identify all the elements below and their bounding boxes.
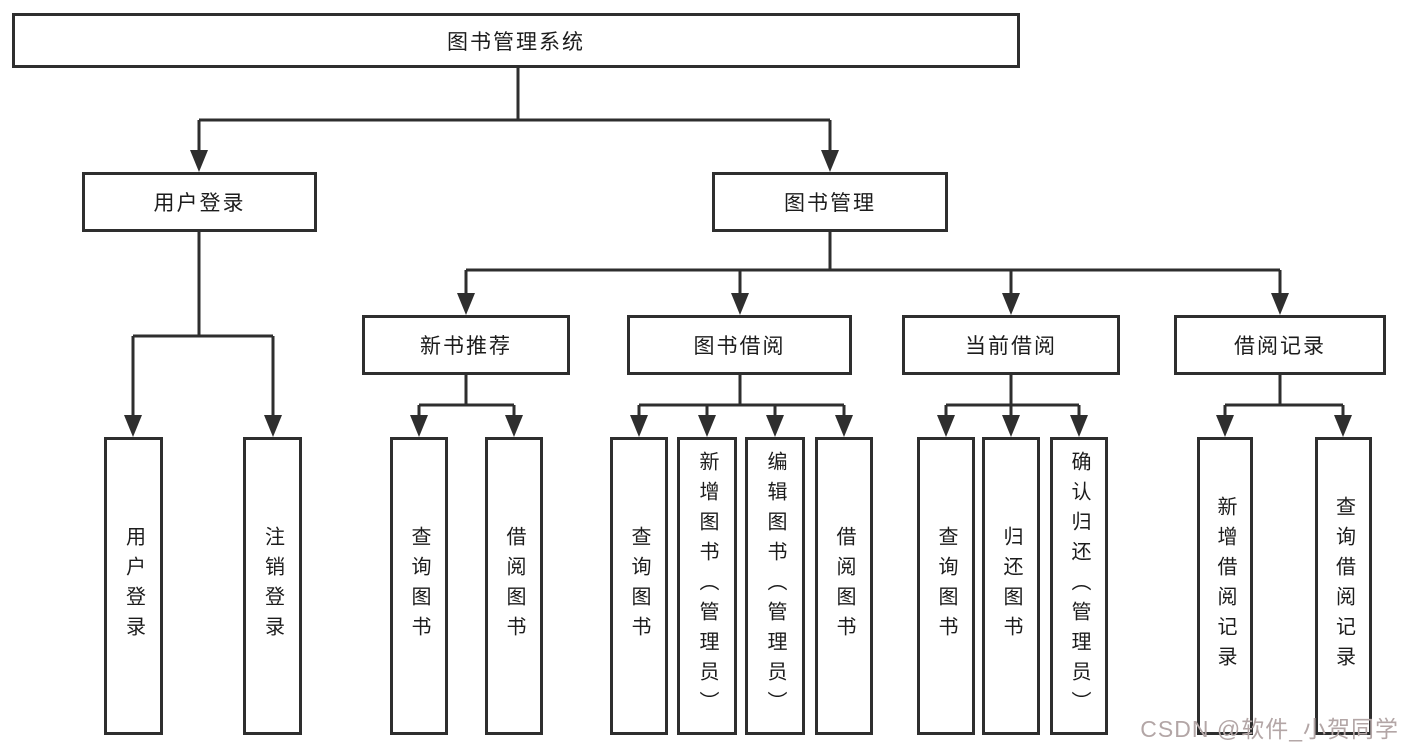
leaf-user-login-label: 用户登录 [122, 526, 145, 646]
leaf-borrow-books-borrowing: 借阅图书 [815, 437, 873, 735]
leaf-query-books-current: 查询图书 [917, 437, 975, 735]
node-book-management-label: 图书管理 [784, 192, 876, 215]
node-current-borrowing-label: 当前借阅 [965, 335, 1057, 358]
node-new-book-recommend: 新书推荐 [362, 315, 570, 375]
node-library-management-system-label: 图书管理系统 [447, 30, 585, 54]
leaf-edit-books-admin-label: 编辑图书（管理员） [764, 451, 786, 721]
node-current-borrowing: 当前借阅 [902, 315, 1120, 375]
leaf-return-books-label: 归还图书 [1000, 526, 1022, 646]
leaf-logout: 注销登录 [243, 437, 302, 735]
leaf-add-books-admin: 新增图书（管理员） [677, 437, 737, 735]
arrowheads [124, 150, 1352, 437]
node-book-borrowing: 图书借阅 [627, 315, 852, 375]
leaf-add-borrow-record: 新增借阅记录 [1197, 437, 1253, 735]
leaf-return-books: 归还图书 [982, 437, 1040, 735]
node-library-management-system: 图书管理系统 [12, 13, 1020, 68]
leaf-query-books-borrowing-label: 查询图书 [628, 526, 650, 646]
leaf-query-books-current-label: 查询图书 [935, 526, 957, 646]
node-new-book-recommend-label: 新书推荐 [420, 335, 512, 358]
node-book-borrowing-label: 图书借阅 [693, 335, 786, 358]
node-user-login: 用户登录 [82, 172, 317, 232]
leaf-edit-books-admin: 编辑图书（管理员） [745, 437, 805, 735]
leaf-query-books-recommend-label: 查询图书 [408, 526, 430, 646]
leaf-logout-label: 注销登录 [261, 526, 284, 646]
leaf-query-borrow-record-label: 查询借阅记录 [1332, 496, 1355, 676]
node-borrow-records-label: 借阅记录 [1234, 335, 1326, 358]
csdn-watermark: CSDN @软件_小贺同学 [1140, 716, 1399, 742]
leaf-query-borrow-record: 查询借阅记录 [1315, 437, 1372, 735]
leaf-borrow-books-borrowing-label: 借阅图书 [833, 526, 855, 646]
leaf-add-borrow-record-label: 新增借阅记录 [1214, 496, 1236, 676]
leaf-borrow-books-recommend-label: 借阅图书 [503, 526, 525, 646]
node-book-management: 图书管理 [712, 172, 948, 232]
connector-lines [131, 68, 1345, 419]
leaf-query-books-borrowing: 查询图书 [610, 437, 668, 735]
leaf-query-books-recommend: 查询图书 [390, 437, 448, 735]
leaf-confirm-return-admin-label: 确认归还（管理员） [1068, 451, 1090, 721]
leaf-add-books-admin-label: 新增图书（管理员） [696, 451, 718, 721]
leaf-borrow-books-recommend: 借阅图书 [485, 437, 543, 735]
leaf-confirm-return-admin: 确认归还（管理员） [1050, 437, 1108, 735]
node-user-login-label: 用户登录 [153, 192, 246, 215]
node-borrow-records: 借阅记录 [1174, 315, 1386, 375]
leaf-user-login: 用户登录 [104, 437, 163, 735]
